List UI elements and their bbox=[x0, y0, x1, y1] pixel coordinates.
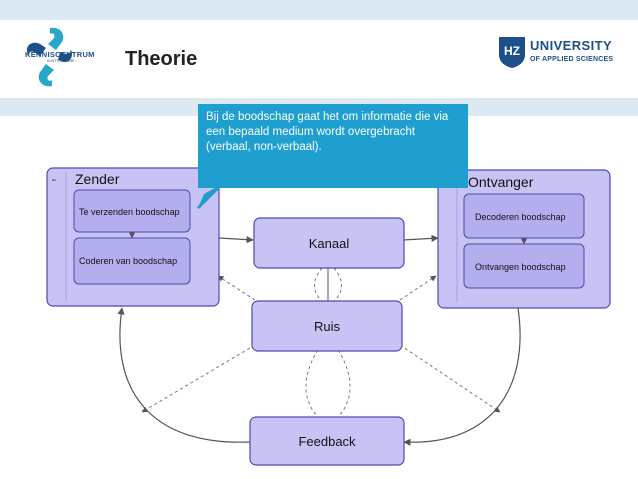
dash-ruis-right bbox=[399, 344, 501, 413]
callout-box: Bij de boodschap gaat het om informatie … bbox=[198, 104, 468, 188]
dash-kanaal-ruis-right bbox=[333, 267, 342, 302]
ontvanger-item-2: Ontvangen boodschap bbox=[475, 262, 566, 272]
hz-logo-icon: HZ bbox=[499, 37, 525, 68]
dash-ruis-feedback-2 bbox=[337, 349, 351, 418]
dash-ruis-left bbox=[141, 344, 256, 413]
zender-box bbox=[46, 167, 220, 307]
ruis-box bbox=[251, 300, 403, 352]
hz-logo-line1: UNIVERSITY bbox=[530, 38, 613, 53]
zender-collapse-icon: ▪▫ bbox=[52, 178, 56, 184]
kenniscentrum-logo-icon bbox=[26, 27, 72, 87]
feedback-label: Feedback bbox=[298, 434, 356, 449]
arrow-zender-kanaal bbox=[218, 236, 254, 244]
arrow-ontvanger-feedback bbox=[403, 307, 521, 446]
dash-ruis-zender bbox=[217, 275, 256, 301]
kanaal-box bbox=[253, 217, 405, 269]
kenniscentrum-logo-text: KENNISCENTRUM bbox=[25, 50, 95, 59]
ontvanger-title: Ontvanger bbox=[468, 174, 534, 190]
ruis-label: Ruis bbox=[314, 319, 341, 334]
arrow-kanaal-ontvanger bbox=[402, 234, 439, 242]
zender-title: Zender bbox=[75, 171, 120, 187]
hz-logo-line2: OF APPLIED SCIENCES bbox=[530, 56, 614, 63]
top-band bbox=[0, 0, 638, 20]
dash-kanaal-ruis-left bbox=[314, 267, 323, 302]
dash-ruis-ontvanger bbox=[399, 275, 437, 301]
ontvanger-item-1: Decoderen boodschap bbox=[475, 212, 566, 222]
svg-text:HZ: HZ bbox=[504, 44, 520, 58]
kenniscentrum-logo-subtext: KUSTTOERISME bbox=[47, 59, 75, 63]
header bbox=[0, 20, 638, 98]
zender-item-2-box bbox=[73, 237, 191, 285]
arrow-feedback-zender bbox=[117, 307, 251, 443]
ontvanger-item-2-box bbox=[463, 243, 585, 289]
dash-ruis-feedback-1 bbox=[305, 349, 319, 418]
kanaal-label: Kanaal bbox=[309, 236, 350, 251]
page-title: Theorie bbox=[125, 48, 198, 70]
feedback-box bbox=[249, 416, 405, 466]
zender-item-2: Coderen van boodschap bbox=[79, 256, 177, 266]
zender-item-1: Te verzenden boodschap bbox=[79, 207, 180, 217]
